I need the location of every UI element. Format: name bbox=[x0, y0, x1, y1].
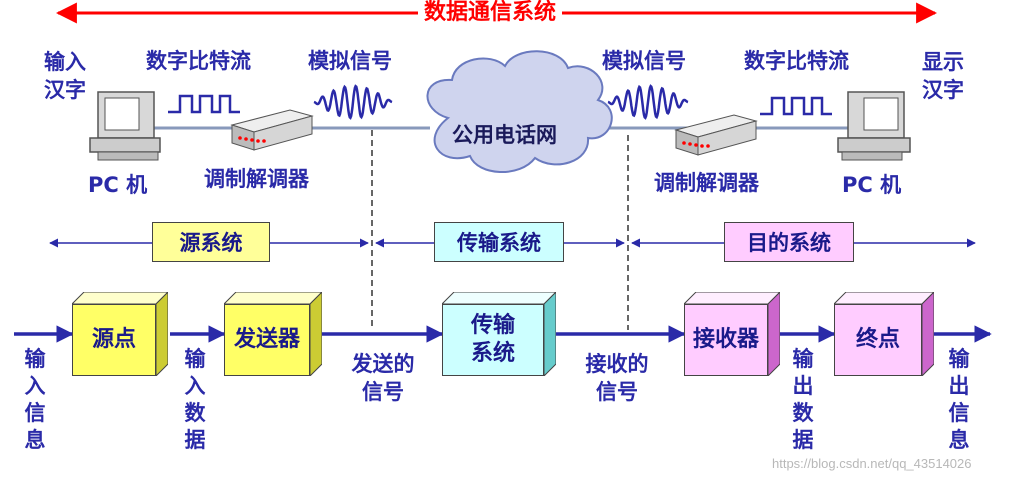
block-receiver-label: 接收器 bbox=[684, 304, 768, 376]
label-left-analog-signal: 模拟信号 bbox=[308, 49, 392, 73]
block-source-point: 源点 bbox=[72, 292, 168, 376]
label-right-modem: 调制解调器 bbox=[654, 171, 759, 195]
label-display-chinese: 显示汉字 bbox=[922, 50, 964, 102]
destination-system-tag: 目的系统 bbox=[724, 222, 854, 262]
label-input-chinese: 输入汉字 bbox=[44, 50, 86, 102]
label-output-data: 输出数据 bbox=[792, 347, 814, 452]
diagram-title: 数据通信系统 bbox=[418, 0, 563, 26]
label-output-info: 输出信息 bbox=[948, 347, 970, 452]
label-network: 公用电话网 bbox=[452, 123, 557, 147]
label-left-digital-stream: 数字比特流 bbox=[146, 49, 251, 73]
transmission-system-tag: 传输系统 bbox=[434, 222, 564, 262]
block-transmission-label: 传输系统 bbox=[442, 304, 544, 376]
block-receiver: 接收器 bbox=[684, 292, 780, 376]
block-destination-label: 终点 bbox=[834, 304, 922, 376]
right-modem-icon bbox=[674, 114, 758, 156]
label-input-info: 输入信息 bbox=[24, 347, 46, 452]
right-digital-wave bbox=[760, 96, 832, 116]
watermark: https://blog.csdn.net/qq_43514026 bbox=[772, 456, 972, 471]
block-transmitter: 发送器 bbox=[224, 292, 322, 376]
block-transmission-system: 传输系统 bbox=[442, 292, 556, 376]
label-left-modem: 调制解调器 bbox=[204, 167, 309, 191]
label-input-data: 输入数据 bbox=[184, 347, 206, 452]
label-received-signal: 接收的信号 bbox=[585, 352, 649, 404]
label-left-pc: PC 机 bbox=[88, 173, 148, 197]
right-pc-icon bbox=[837, 91, 911, 161]
block-transmission-text: 传输系统 bbox=[470, 313, 515, 366]
label-right-analog-signal: 模拟信号 bbox=[602, 49, 686, 73]
block-transmitter-label: 发送器 bbox=[224, 304, 310, 376]
block-source-point-label: 源点 bbox=[72, 304, 156, 376]
source-system-tag: 源系统 bbox=[152, 222, 270, 262]
left-pc-icon bbox=[89, 91, 161, 161]
left-analog-wave bbox=[313, 84, 393, 120]
label-sent-signal: 发送的信号 bbox=[351, 352, 415, 404]
label-right-pc: PC 机 bbox=[842, 173, 902, 197]
block-destination-point: 终点 bbox=[834, 292, 934, 376]
left-digital-wave bbox=[168, 94, 240, 114]
right-analog-wave bbox=[607, 84, 689, 120]
left-modem-icon bbox=[230, 109, 314, 151]
cloud-network bbox=[426, 50, 613, 173]
label-right-digital-stream: 数字比特流 bbox=[744, 49, 849, 73]
